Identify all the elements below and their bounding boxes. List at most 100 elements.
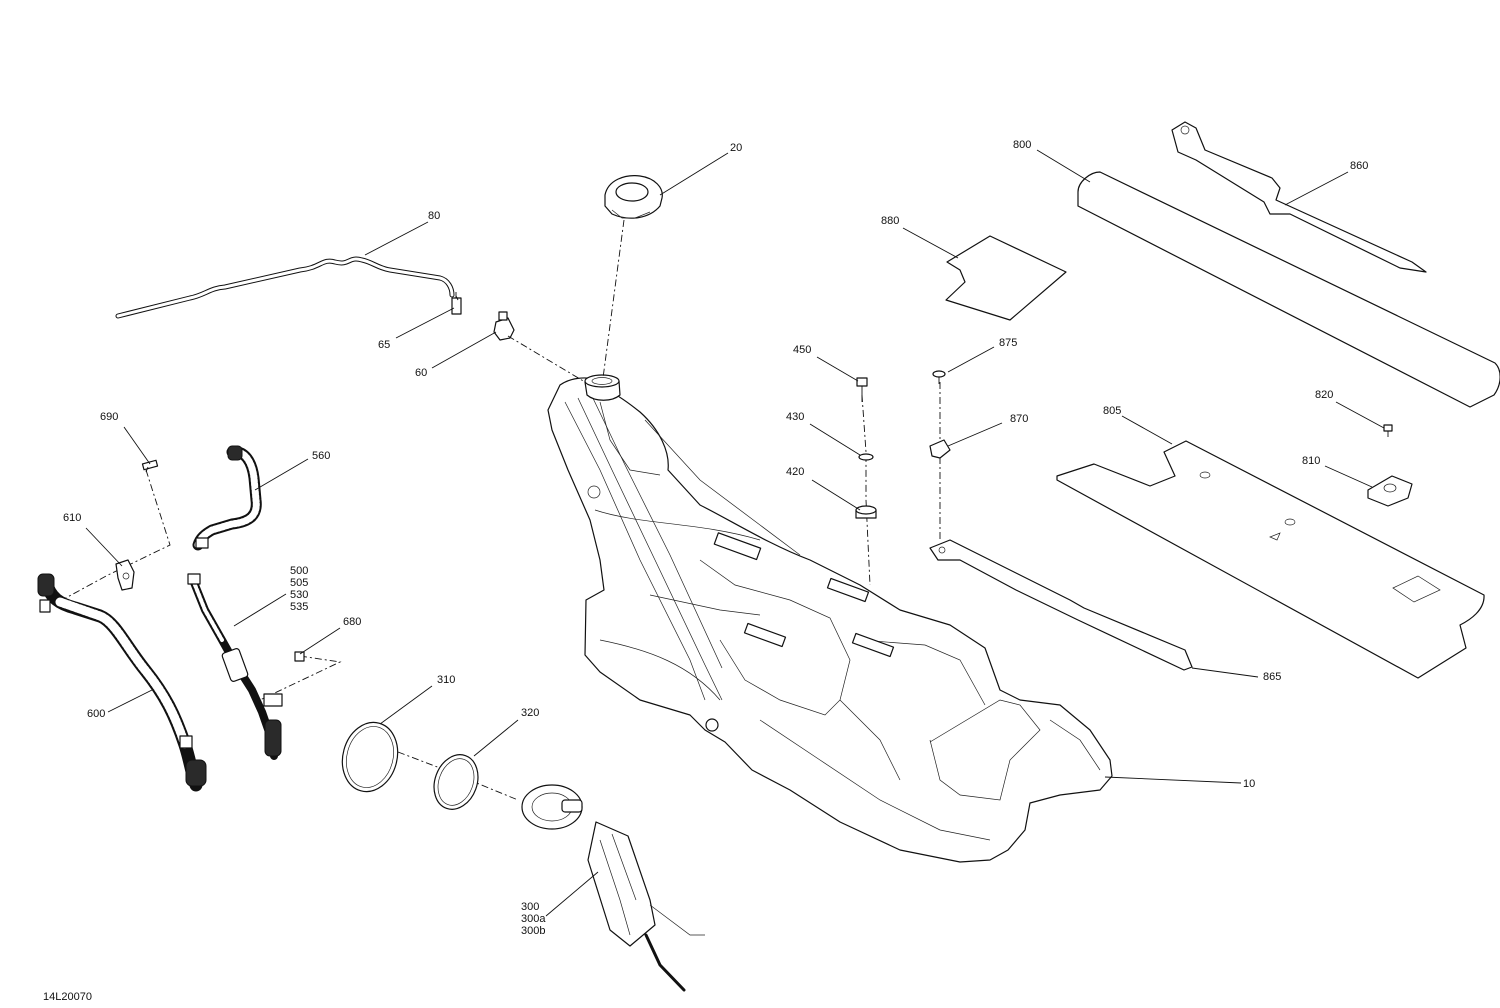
screw-875 [932,370,946,384]
callout-20: 20 [730,142,742,154]
callout-430: 430 [786,411,804,423]
shield-slot [1269,532,1281,541]
bracket-865-hole [938,546,946,554]
callout-text: 690 [100,411,119,423]
callout-text: 20 [730,142,743,154]
callout-text: 450 [793,344,812,356]
fuel-line-connector [263,693,283,707]
rollover-valve [493,311,515,341]
callout-870: 870 [1010,413,1028,425]
shield-hole-1 [1199,471,1211,479]
callout-text: 65 [378,339,391,351]
callout-text: 310 [437,674,456,686]
callout-text: 880 [881,215,900,227]
grommet-420 [855,505,877,519]
lock-ring [341,721,399,793]
bolt-450 [856,377,868,402]
callout-880: 880 [881,215,899,227]
vent-hose-inner [116,257,454,318]
callout-600: 600 [87,708,105,720]
hose-600 [39,575,203,792]
callout-text: 530 [290,589,309,601]
screw-820 [1383,424,1393,437]
callout-560: 560 [312,450,330,462]
callout-text: 810 [1302,455,1321,467]
callout-text: 805 [1103,405,1122,417]
fuel-pump-module [521,784,705,992]
callout-10: 10 [1243,778,1255,790]
callout-text: 875 [999,337,1018,349]
callout-text: 80 [428,210,441,222]
callout-text: 300 [521,901,540,913]
callout-80: 80 [428,210,440,222]
fuel-cap [604,175,663,219]
fuel-line-500-core [191,578,224,642]
callout-text: 680 [343,616,362,628]
callout-500: 500 505 530 535 [290,565,308,613]
clip-810 [1367,475,1413,507]
callout-820: 820 [1315,389,1333,401]
hose-600-end-bottom [185,759,207,787]
washer-430 [858,453,874,461]
callout-text: 500 [290,565,309,577]
fuel-line-end [264,719,282,757]
callout-text: 600 [87,708,106,720]
shield-hole-2 [1284,518,1296,526]
callout-60: 60 [415,367,427,379]
callout-800: 800 [1013,139,1031,151]
foam-880 [945,235,1067,321]
callout-680: 680 [343,616,361,628]
callout-450: 450 [793,344,811,356]
callout-text: 865 [1263,671,1282,683]
hose-560-core [194,448,260,549]
callout-text: 860 [1350,160,1369,172]
callout-text: 870 [1010,413,1029,425]
shield-cutout [1392,575,1441,603]
hose-600-fitting [39,599,51,613]
o-ring [433,754,479,810]
lock-ring-inner [346,726,394,788]
heat-shield-805 [1056,440,1485,679]
callout-text: 610 [63,512,82,524]
heat-shield-800 [1077,171,1500,408]
hose-600-core [55,597,190,750]
callout-text: 560 [312,450,331,462]
callout-text: 320 [521,707,540,719]
callout-text: 505 [290,577,309,589]
callout-text: 60 [415,367,428,379]
callout-text: 300a [521,913,546,925]
clip-870 [929,439,951,459]
callout-320: 320 [521,707,539,719]
bracket-860-hole [1180,125,1190,135]
callout-65: 65 [378,339,390,351]
callout-690: 690 [100,411,118,423]
callout-text: 10 [1243,778,1256,790]
bracket-610 [115,559,135,591]
fuel-line-fitting [187,573,201,585]
callout-300: 300 300a 300b [521,901,545,937]
callout-310: 310 [437,674,455,686]
hose-560-end [227,445,243,461]
screw-680 [294,651,305,662]
hose-600-end-top [37,573,55,597]
callout-text: 535 [290,601,309,613]
screw-690 [141,459,159,473]
hose-600-clamp [179,735,193,749]
hose-560-fitting [195,537,209,549]
callout-865: 865 [1263,671,1281,683]
callout-810: 810 [1302,455,1320,467]
fuel-tank [547,374,1113,863]
callout-text: 300b [521,925,546,937]
leader-lines [85,149,1385,917]
o-ring-inner [437,758,475,806]
vent-hose [115,256,455,319]
callout-805: 805 [1103,405,1121,417]
figure-code: 14L20070 [43,991,92,1003]
callout-610: 610 [63,512,81,524]
callout-860: 860 [1350,160,1368,172]
callout-420: 420 [786,466,804,478]
fuel-filter [221,648,249,682]
bracket-860 [1171,121,1427,273]
callout-875: 875 [999,337,1017,349]
